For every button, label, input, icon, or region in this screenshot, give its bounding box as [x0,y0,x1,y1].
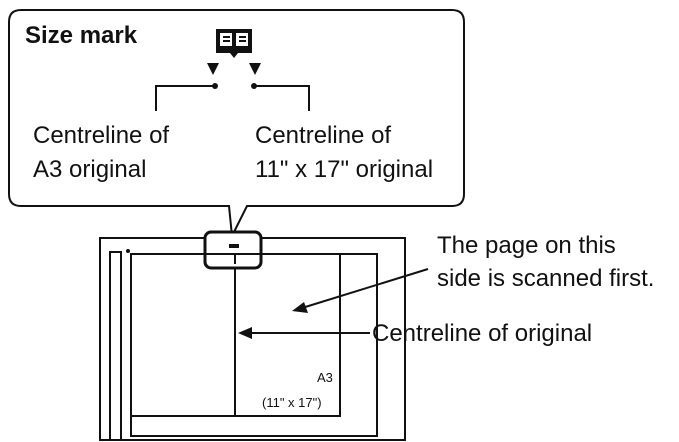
original-size-label: A3 [317,370,333,385]
left-size-mark-arrow [207,63,219,75]
scanned-first-line2: side is scanned first. [437,265,655,292]
original-size-alt-label: (11" x 17") [262,395,322,410]
scanned-first-arrow [301,268,429,309]
open-book-icon [216,29,252,58]
right-centreline-leader [254,85,310,111]
right-label-line1: Centreline of [255,122,392,149]
right-label-line2: 11" x 17" original [255,156,434,183]
size-mark-title: Size mark [25,22,138,49]
document-glass [130,253,378,437]
centreline-original-label: Centreline of original [372,320,593,347]
right-size-mark-arrow [249,63,261,75]
left-label-line2: A3 original [33,156,147,183]
scanned-first-line1: The page on this [437,232,616,259]
size-mark-highlight [203,230,263,270]
left-centreline-leader [155,85,215,111]
left-label-line1: Centreline of [33,122,170,149]
scanner-left-strip [109,251,122,441]
